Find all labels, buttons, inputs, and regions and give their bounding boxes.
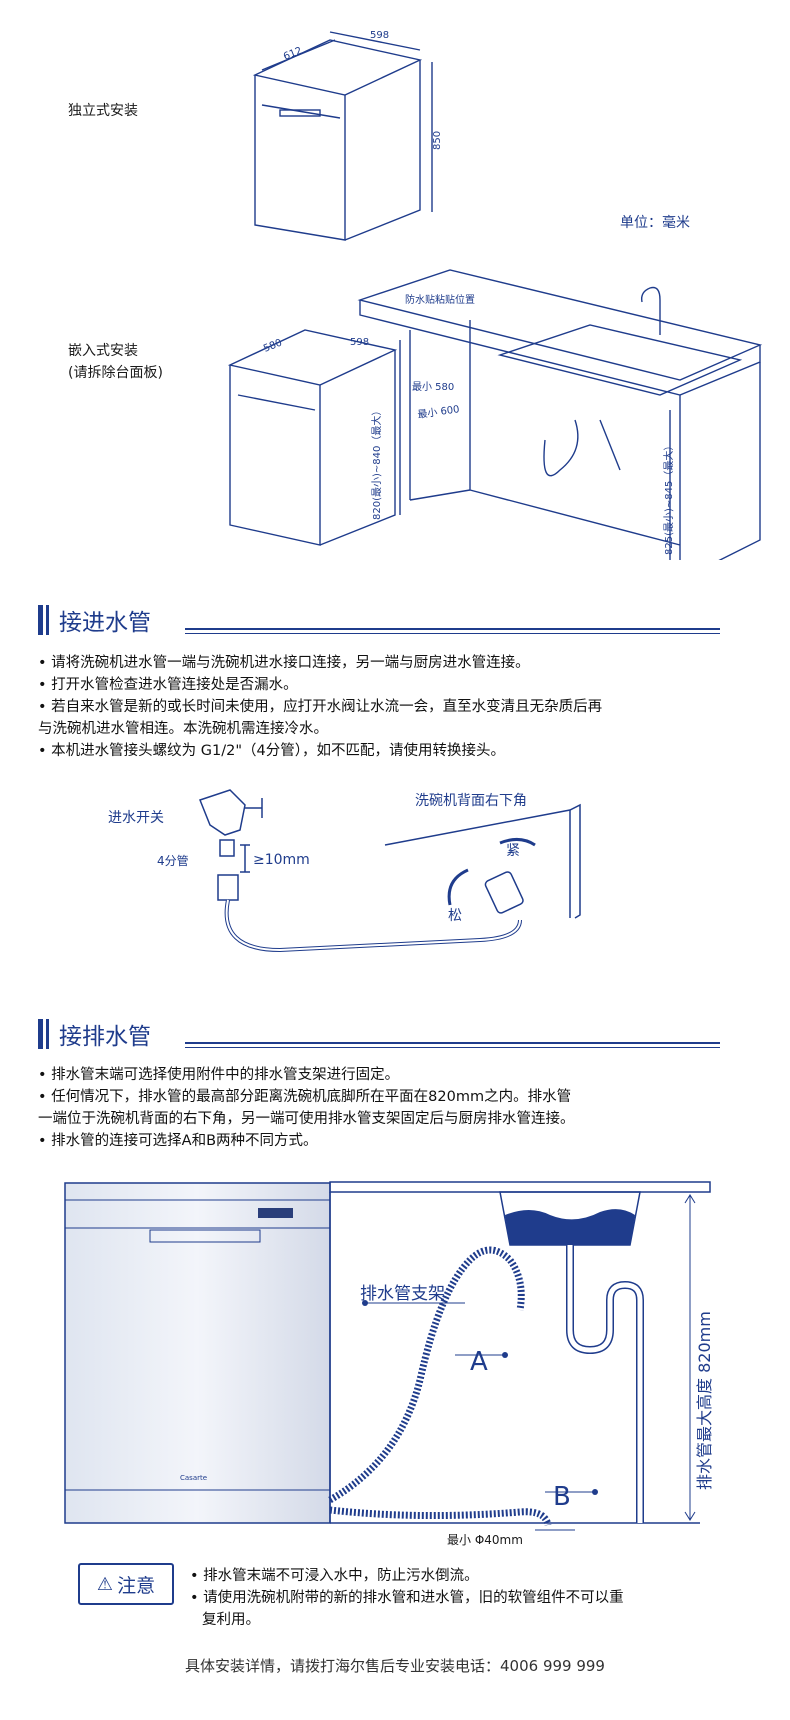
list-item: 复利用。 [202,1612,260,1628]
list-item: • 本机进水管接头螺纹为 G1/2"（4分管），如不匹配，请使用转换接头。 [38,743,505,759]
hose-a-label: A [470,1347,488,1377]
inlet-title-rule [185,633,720,634]
drain-title-rule [185,1047,720,1048]
title-bar [46,1019,49,1049]
list-item: 一端位于洗碗机背面的右下角，另一端可使用排水管支架固定后与厨房排水管连接。 [38,1111,575,1127]
list-item: • 排水管末端可选择使用附件中的排水管支架进行固定。 [38,1067,400,1083]
list-item: • 打开水管检查进水管连接处是否漏水。 [38,677,298,693]
list-item: • 请将洗碗机进水管一端与洗碗机进水接口连接，另一端与厨房进水管连接。 [38,655,530,671]
drain-title-rule [185,1042,720,1044]
pipe-label: 4分管 [157,853,189,868]
hose-b-label: B [553,1482,571,1512]
notice-badge: ⚠ 注意 [78,1563,174,1605]
title-bar [38,605,43,635]
dim-min580: 最小 580 [412,381,454,393]
dishwasher-front [64,1182,331,1524]
back-label: 洗碗机背面右下角 [415,793,527,809]
dim-b-height: 820(最小)~840（最大） [370,406,383,520]
notice-badge-label: 注意 [117,1574,156,1597]
brand-logo: Casarte [180,1474,207,1482]
min-diam-label: 最小 Φ40mm [447,1533,523,1547]
inlet-diagram: 进水开关 4分管 ≥10mm 洗碗机背面右下角 紧 松 [108,789,581,953]
unit-label: 单位：毫米 [620,215,690,231]
dim-top-height: 850 [432,131,443,150]
gap-label: ≥10mm [253,852,310,868]
inlet-title: 接进水管 [59,610,151,636]
list-item: • 排水管末端不可浸入水中，防止污水倒流。 [190,1568,479,1584]
list-item: • 任何情况下，排水管的最高部分距离洗碗机底脚所在平面在820mm之内。排水管 [38,1089,572,1105]
list-item: • 排水管的连接可选择A和B两种不同方式。 [38,1133,318,1149]
loose-label: 松 [448,908,462,924]
tight-label: 紧 [506,843,520,859]
title-bar [38,1019,43,1049]
dim-b-width: 598 [350,337,369,348]
list-item: 与洗碗机进水管相连。本洗碗机需连接冷水。 [38,721,328,737]
waterproof-label: 防水贴粘贴位置 [405,293,475,306]
drain-bullets: • 排水管末端可选择使用附件中的排水管支架进行固定。 • 任何情况下，排水管的最… [38,1064,738,1152]
installation-diagram: 598 612 850 598 580 820(最小)~840（最大） 最小 5… [227,30,763,560]
notice-lines: • 排水管末端不可浸入水中，防止污水倒流。 • 请使用洗碗机附带的新的排水管和进… [190,1565,740,1631]
freestanding-label: 独立式安装 [68,103,138,119]
builtin-sublabel: (请拆除台面板) [68,365,163,381]
inlet-title-rule [185,628,720,630]
dim-cab-height: 825(最小)~845（最大） [662,441,675,555]
drain-title: 接排水管 [59,1024,151,1050]
dim-min600: 最小 600 [417,403,461,421]
list-item: • 若自来水管是新的或长时间未使用，应打开水阀让水流一会，直至水变清且无杂质后再 [38,699,603,715]
inlet-bullets: • 请将洗碗机进水管一端与洗碗机进水接口连接，另一端与厨房进水管连接。 • 打开… [38,652,738,762]
inlet-section-title: 接进水管 [38,603,151,637]
builtin-label: 嵌入式安装 [68,343,138,359]
title-bar [46,605,49,635]
valve-label: 进水开关 [108,810,164,826]
warning-triangle-icon: ⚠ [96,1573,114,1595]
dim-top-width: 598 [370,30,389,41]
footer-hotline: 具体安装详情，请拨打海尔售后专业安装电话：4006 999 999 [185,1657,605,1675]
drain-section-title: 接排水管 [38,1017,151,1051]
list-item: • 请使用洗碗机附带的新的排水管和进水管，旧的软管组件不可以重 [190,1590,624,1606]
bracket-label: 排水管支架 [360,1284,445,1304]
height-label: 排水管最大高度 820mm [695,1311,714,1490]
